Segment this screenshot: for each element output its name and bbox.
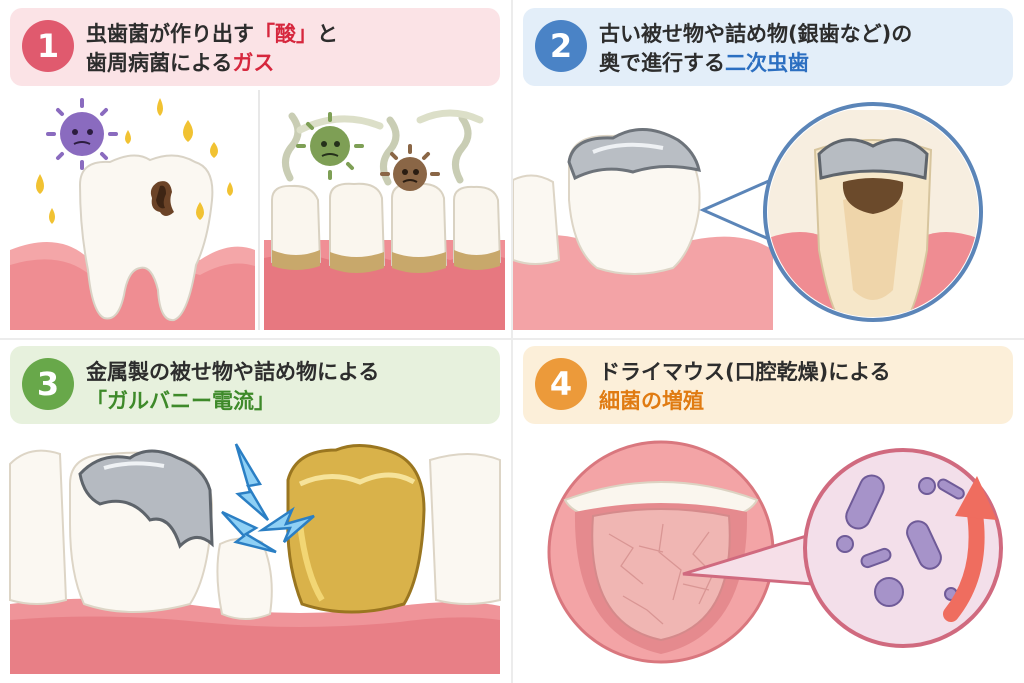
title-text: 奥で進行する	[599, 51, 725, 75]
panel-header: 3 金属製の被せ物や詰め物による 「ガルバニー電流」	[10, 346, 500, 424]
acid-drop-icon	[36, 98, 233, 224]
number-badge: 1	[22, 20, 74, 72]
panel-header: 2 古い被せ物や詰め物(銀歯など)の 奥で進行する二次虫歯	[523, 8, 1013, 86]
gold-crown-icon	[286, 444, 426, 614]
number-badge: 2	[535, 20, 587, 72]
panel-secondary-caries: 2 古い被せ物や詰め物(銀歯など)の 奥で進行する二次虫歯	[513, 0, 1024, 338]
cavity-tooth	[78, 154, 214, 322]
title-highlight: 細菌の増殖	[599, 389, 704, 413]
bacteria-icon	[380, 144, 440, 191]
gum	[10, 598, 500, 674]
title-highlight: 「ガルバニー電流」	[86, 389, 275, 413]
bacteria-icon	[296, 112, 364, 180]
lightning-icon	[221, 443, 315, 554]
illustration-dry-mouth	[513, 424, 1024, 683]
title-text: ドライマウス(口腔乾燥)による	[599, 360, 891, 384]
title-text: と	[317, 22, 338, 46]
panel-title: 虫歯菌が作り出す「酸」と 歯周病菌によるガス	[86, 20, 338, 78]
vertical-divider	[511, 0, 513, 683]
up-arrow-icon	[943, 476, 997, 622]
panel-header: 4 ドライマウス(口腔乾燥)による 細菌の増殖	[523, 346, 1013, 424]
title-highlight: 「酸」	[254, 22, 317, 46]
illustration-acid-gas	[0, 90, 511, 338]
panel-header: 1 虫歯菌が作り出す「酸」と 歯周病菌によるガス	[10, 8, 500, 86]
panel-title: ドライマウス(口腔乾燥)による 細菌の増殖	[599, 358, 891, 416]
number-badge: 3	[22, 358, 74, 410]
speech-pointer	[699, 177, 773, 243]
panel-title: 古い被せ物や詰め物(銀歯など)の 奥で進行する二次虫歯	[599, 20, 912, 78]
illustration-galvanic	[0, 424, 511, 683]
bacteria-icon	[46, 98, 118, 170]
title-highlight: 二次虫歯	[725, 51, 809, 75]
silver-crown-icon	[78, 449, 214, 549]
panel-dry-mouth: 4 ドライマウス(口腔乾燥)による 細菌の増殖	[513, 340, 1024, 683]
title-text: 金属製の被せ物や詰め物による	[86, 360, 380, 384]
gum	[513, 235, 773, 330]
title-text: 古い被せ物や詰め物(銀歯など)の	[599, 22, 913, 46]
silver-crown-icon	[567, 128, 701, 181]
number-badge: 4	[535, 358, 587, 410]
title-text: 虫歯菌が作り出す	[86, 22, 254, 46]
illustration-secondary-caries	[513, 90, 1024, 338]
title-highlight: ガス	[232, 51, 275, 75]
panel-galvanic-current: 3 金属製の被せ物や詰め物による 「ガルバニー電流」	[0, 340, 511, 683]
magnifier-circle-icon	[763, 102, 983, 322]
title-text: 歯周病菌による	[86, 51, 233, 75]
panel-acid-gas: 1 虫歯菌が作り出す「酸」と 歯周病菌によるガス	[0, 0, 511, 338]
magnifier-circle-icon	[803, 448, 1003, 648]
horizontal-divider	[0, 338, 1024, 340]
open-mouth	[547, 440, 775, 664]
panel-title: 金属製の被せ物や詰め物による 「ガルバニー電流」	[86, 358, 379, 416]
